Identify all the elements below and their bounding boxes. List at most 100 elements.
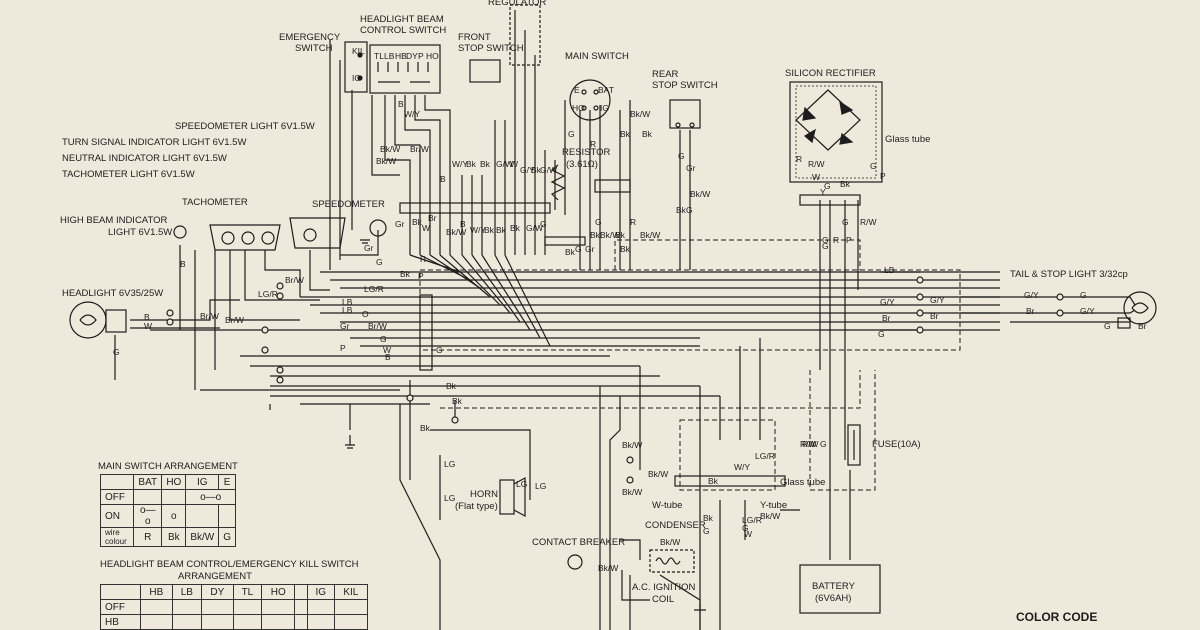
table-cell: HB	[140, 584, 173, 600]
main-pin-bat: BAT	[598, 85, 614, 95]
wire-color-label: G	[113, 347, 120, 357]
wire-color-label: W	[383, 345, 392, 355]
main-switch-label: MAIN SWITCH	[565, 51, 629, 62]
wire-color-label: G	[878, 329, 885, 339]
y-tube-label: Y-tube	[760, 500, 788, 511]
wire-color-label: G	[742, 523, 749, 533]
battery-label-line2: (6V6AH)	[815, 593, 852, 604]
fuse-symbol	[847, 424, 861, 466]
wire-color-label: G/Y	[520, 165, 535, 175]
wire-color-label: W	[744, 529, 753, 539]
fan-wires	[409, 254, 551, 347]
wire-color-label: LG	[444, 493, 456, 503]
color-code-heading: COLOR CODE	[1016, 610, 1098, 624]
wire-color-label: G/W	[496, 159, 513, 169]
rear-stop-switch-symbol	[669, 99, 701, 129]
emergency-switch-label-line2: SWITCH	[295, 43, 333, 54]
wire-color-label: G	[575, 244, 582, 254]
wire-color-label: W/Y	[734, 462, 751, 472]
wire-color-label: R	[796, 154, 803, 164]
silicon-rectifier-label: SILICON RECTIFIER	[785, 68, 876, 79]
wire-color-label: P	[846, 235, 852, 245]
wire-color-label: G	[822, 241, 829, 251]
wire-color-label: Br	[1026, 306, 1035, 316]
wire-color-label: P	[418, 271, 424, 281]
wire-color-label: G	[568, 129, 575, 139]
wire-color-label: Bk	[480, 159, 490, 169]
beam-pin-hb: HB	[395, 51, 407, 61]
table-cell: BAT	[133, 474, 163, 490]
wire-color-label: Br	[882, 313, 891, 323]
wire-color-label: R	[590, 139, 597, 149]
wire-color-label: Bk	[420, 423, 430, 433]
wire-color-label: Bk	[484, 225, 494, 235]
wire-color-label: Br/W	[225, 315, 244, 325]
wire-color-label: LB	[342, 305, 353, 315]
wire-color-label: G/W	[526, 223, 543, 233]
wire-color-label: W	[422, 223, 431, 233]
wire-color-label: W	[812, 172, 821, 182]
beam-switch-table: HB LB DY TL HO IG KIL OFF HB	[99, 584, 369, 630]
table-row: HB	[99, 614, 369, 630]
wire-color-label: G	[540, 219, 547, 229]
headlight-symbol	[69, 301, 127, 339]
table-cell	[201, 614, 234, 630]
wire-color-label: Bk	[703, 513, 713, 523]
tachometer-label: TACHOMETER	[182, 197, 248, 208]
w-tube-label: W-tube	[652, 500, 683, 511]
high-beam-indicator-label-line1: HIGH BEAM INDICATOR	[60, 215, 168, 226]
battery-symbol	[799, 564, 881, 614]
wire-color-label: Br	[930, 311, 939, 321]
tachometer-symbol	[209, 224, 281, 251]
table-cell: HO	[261, 584, 296, 600]
wire-color-label: Bk	[620, 244, 630, 254]
tachometer-light-label: TACHOMETER LIGHT 6V1.5W	[62, 169, 195, 180]
wire-color-label: G	[824, 181, 831, 191]
high-beam-indicator-label-line2: LIGHT 6V1.5W	[108, 227, 173, 238]
resistor-label-line1: RESISTOR	[562, 147, 611, 158]
table-cell: o	[161, 504, 187, 528]
emergency-kil-pin: KIL	[352, 46, 365, 56]
wire-color-label: Bk	[400, 269, 410, 279]
table-cell	[140, 614, 173, 630]
wire-color-label: Bk	[676, 205, 686, 215]
wire-color-label: Bk/W	[622, 487, 643, 497]
wire-color-label: R/W	[800, 439, 817, 449]
wire-color-label: Bk	[565, 247, 575, 257]
horn-symbol	[499, 476, 526, 518]
resistor-label-line2: (3.61Ω)	[566, 159, 598, 170]
table-cell	[161, 489, 187, 505]
main-switch-symbol	[569, 79, 611, 121]
rear-stop-switch-label-line2: STOP SWITCH	[652, 80, 718, 91]
wire-color-label: R	[833, 235, 840, 245]
wire-color-label: Bk/W	[380, 144, 401, 154]
main-pin-ho: HO	[572, 103, 585, 113]
battery-label-line1: BATTERY	[812, 581, 855, 592]
wire-color-label: W	[510, 159, 519, 169]
horn-label-line2: (Flat type)	[455, 501, 498, 512]
beam-switch-table-title: HEADLIGHT BEAM CONTROL/EMERGENCY KILL SW…	[100, 559, 359, 570]
wire-color-label: Bk/W	[660, 537, 681, 547]
wire-color-label: Y	[820, 187, 826, 197]
contact-breaker-symbol	[567, 554, 583, 570]
wire-color-label: G/Y	[930, 295, 945, 305]
horn-label-line1: HORN	[470, 489, 498, 500]
table-cell: HO	[161, 474, 187, 490]
lower-wires	[430, 338, 851, 630]
wire-color-label: W/Y	[470, 225, 487, 235]
wire-color-label: R/W	[808, 159, 825, 169]
beam-switch-label-line1: HEADLIGHT BEAM	[360, 14, 444, 25]
table-cell	[306, 599, 335, 615]
contact-breaker-label: CONTACT BREAKER	[532, 537, 626, 548]
table-cell	[201, 599, 234, 615]
table-cell	[99, 474, 135, 490]
wire-color-label: LG	[444, 459, 456, 469]
wire-color-label: B	[385, 352, 391, 362]
wire-color-label: W	[144, 321, 153, 331]
wire-color-label: G/Y	[1080, 306, 1095, 316]
wire-color-label: W/Y	[452, 159, 469, 169]
table-cell	[294, 584, 308, 600]
plug-connectors	[166, 276, 1064, 484]
wire-color-label: B	[440, 174, 446, 184]
